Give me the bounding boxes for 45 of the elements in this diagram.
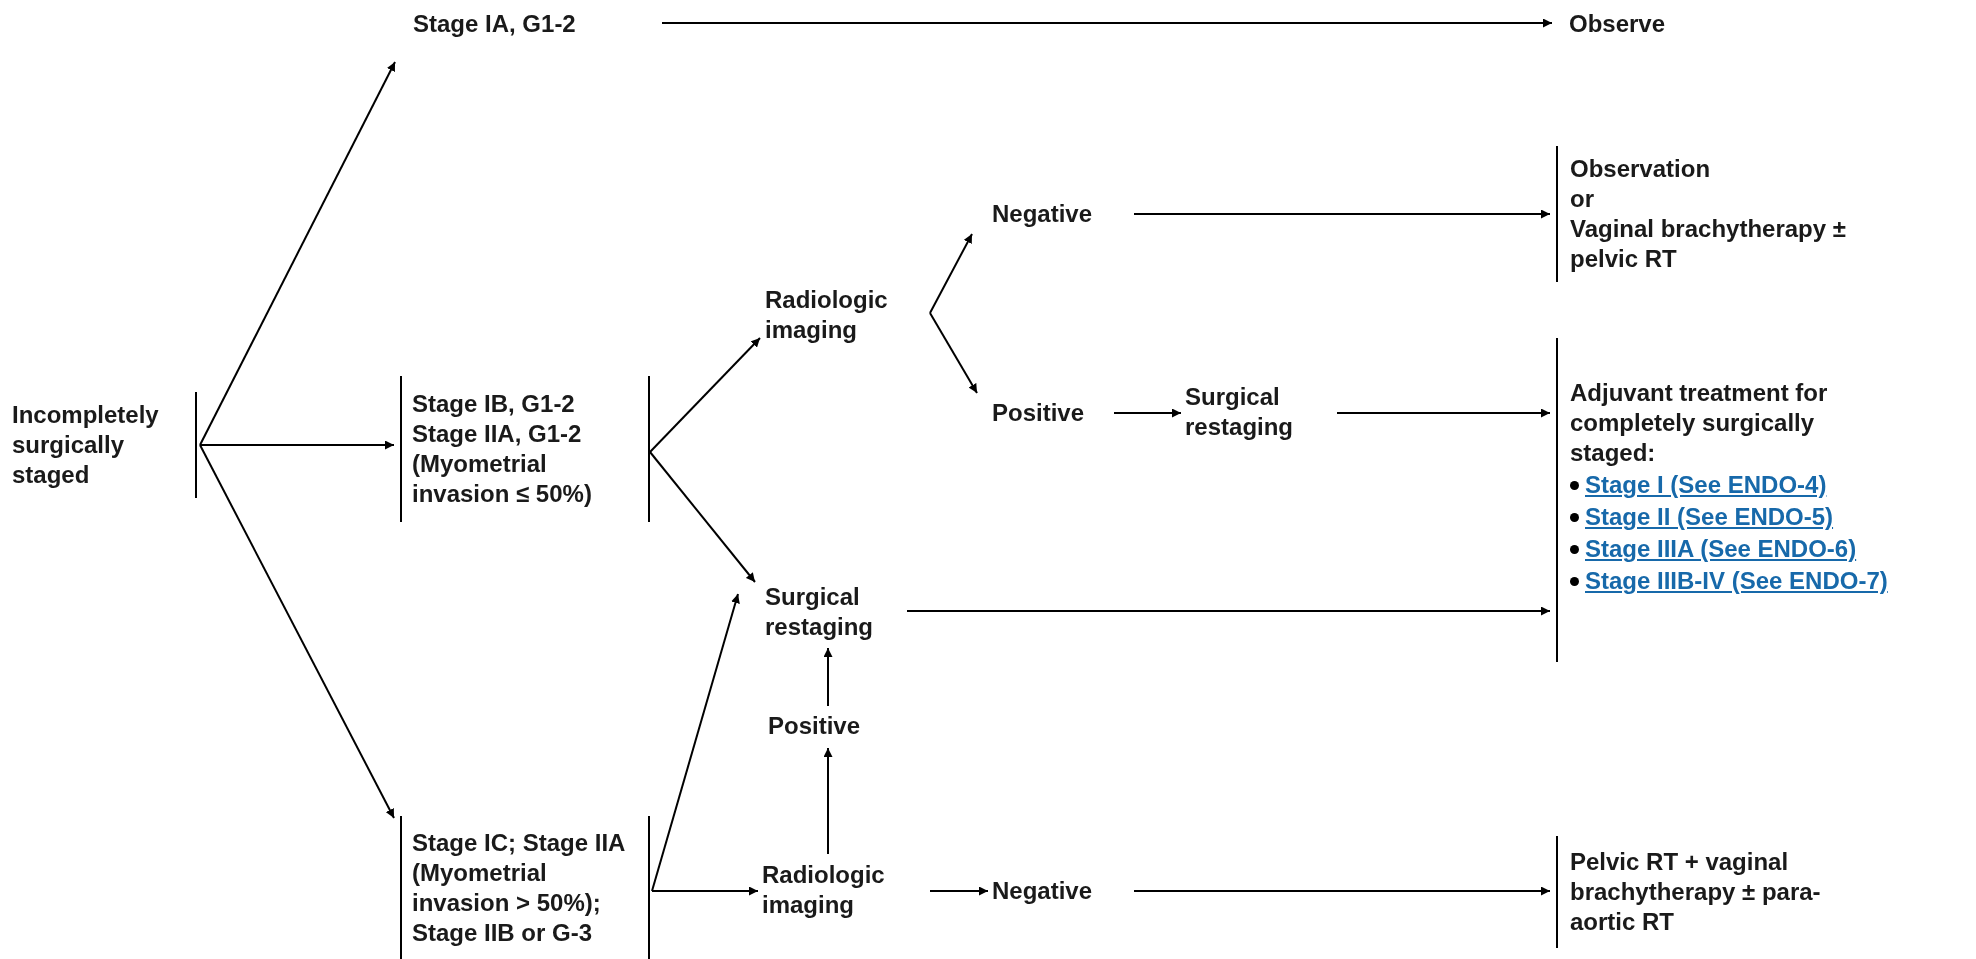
arrow (1133, 209, 1551, 219)
bracketed-box (12, 392, 197, 498)
arrow (1113, 408, 1182, 418)
arrow (1133, 886, 1551, 896)
node-text: Positive (768, 711, 862, 741)
link: Stage I (See ENDO-4) (1585, 470, 1827, 500)
node-text: (Myometrial invasion ≤ 50%) (412, 449, 593, 509)
arrow (199, 61, 396, 446)
node-text: Stage IB, G1-2 (412, 389, 576, 419)
arrow (1336, 408, 1551, 418)
node-text: Radiologic imaging (762, 860, 886, 920)
arrow (199, 440, 395, 450)
node-text: Radiologic imaging (765, 285, 889, 345)
node-text: Stage IIA, G1-2 (412, 419, 583, 449)
node-text: Pelvic RT + vaginal brachytherapy ± para-aortic RT (1570, 847, 1822, 937)
node-text: Stage IA, G1-2 (413, 9, 577, 39)
node-text: Negative (992, 876, 1094, 906)
arrow (651, 886, 759, 896)
node-text: Incompletely surgically staged (12, 400, 160, 490)
arrow (823, 747, 833, 855)
arrow (649, 451, 756, 583)
node-text: Observation (1570, 154, 1712, 184)
bracketed-box (400, 816, 650, 959)
node-text: Surgical restaging (765, 582, 875, 642)
arrow (906, 606, 1551, 616)
node-text: Stage IC; Stage IIA (Myometrial invasion > 50%); Stage IIB or G-3 (412, 827, 626, 948)
arrow (661, 18, 1553, 28)
node-text: Negative (992, 199, 1094, 229)
node-text: Surgical restaging (1185, 382, 1295, 442)
link: Stage II (See ENDO-5) (1585, 502, 1834, 532)
node-text: Positive (992, 398, 1086, 428)
node-text: Observe (1569, 9, 1667, 39)
arrow (823, 647, 833, 707)
link: Stage IIIB-IV (See ENDO-7) (1585, 566, 1888, 596)
link: Stage IIIA (See ENDO-6) (1585, 534, 1857, 564)
bracketed-box (400, 376, 650, 522)
arrow (651, 593, 740, 892)
arrow (199, 444, 395, 819)
arrow (929, 233, 973, 314)
arrow (929, 312, 978, 394)
node-text: Adjuvant treatment for completely surgically staged: (1570, 378, 1829, 468)
arrow (929, 886, 989, 896)
node-text: Vaginal brachytherapy ± pelvic RT (1570, 214, 1847, 274)
node-text: or (1570, 184, 1595, 214)
arrow (649, 337, 761, 453)
